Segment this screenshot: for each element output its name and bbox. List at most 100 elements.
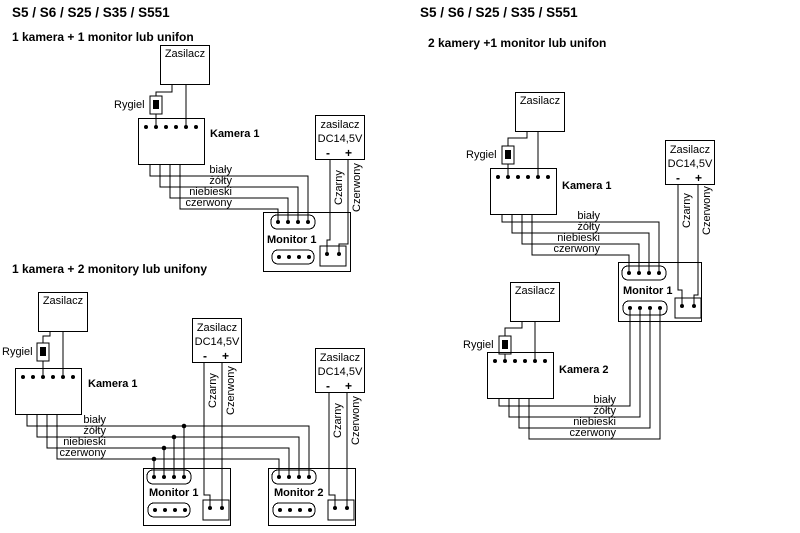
d1-monitor-label: Monitor 1: [267, 234, 317, 246]
d2-black-wire-label-2: Czarny: [332, 403, 344, 438]
d3-camera2-output-wires: [498, 308, 661, 440]
d1-door-strike-icon: [149, 95, 163, 115]
d1-dc-wires: [326, 160, 349, 254]
d3-monitor-bottom-terminal-strip: [622, 300, 668, 316]
d2-dc2-minus-sign: -: [326, 378, 330, 393]
d3-dc-psu-voltage: DC14,5V: [667, 157, 713, 170]
d3-dc-psu-name: Zasilacz: [669, 144, 711, 156]
d2-wiring: [26, 332, 355, 521]
d2-black-wire-label-1: Czarny: [207, 373, 219, 408]
d2-monitor1-box: [143, 468, 231, 526]
d1-monitor-bottom-terminal-strip: [271, 249, 315, 265]
d2-rygiel-label: Rygiel: [2, 346, 33, 358]
d2-dc2-polarity: - +: [316, 380, 364, 394]
d2-monitor2-label: Monitor 2: [274, 487, 324, 499]
d3-wire1-label-niebieski: niebieski: [557, 232, 600, 244]
d1-camera-output-wires: [149, 165, 309, 222]
diagram3-title: S5 / S6 / S25 / S35 / S551: [420, 5, 578, 20]
d3-monitor-label: Monitor 1: [623, 285, 673, 297]
d3-camera1-label: Kamera 1: [562, 180, 612, 192]
d2-camera-output-wires: [26, 415, 310, 477]
d3-camera2-label: Kamera 2: [559, 364, 609, 376]
d3-camera1-output-wires: [501, 215, 660, 273]
d1-rygiel-label: Rygiel: [114, 99, 145, 111]
d3-black-wire-label: Czarny: [681, 193, 693, 228]
d2-power-supply-box: Zasilacz: [38, 292, 88, 332]
d3-wire2-label-bialy: biały: [593, 394, 616, 406]
d2-dc-psu1-voltage: DC14,5V: [194, 335, 240, 348]
d3-wire1-label-czerwony: czerwony: [553, 243, 600, 255]
d1-monitor-power-connector: [319, 245, 347, 267]
d2-wire-label-czerwony: czerwony: [59, 447, 106, 459]
d3-wire1-label-zolty: żółty: [577, 221, 600, 233]
d2-door-strike-icon: [36, 342, 50, 362]
d1-dc-polarity: - +: [316, 147, 364, 161]
d1-monitor-box: [263, 212, 351, 272]
d2-red-wire-label-1: Czerwony: [225, 366, 237, 415]
d2-dc-power-supply2-box: Zasilacz DC14,5V - +: [315, 348, 365, 393]
d2-dc-psu1-name: Zasilacz: [196, 322, 238, 334]
d1-dc-psu-voltage: DC14,5V: [317, 132, 363, 145]
d3-dc-polarity: - +: [666, 172, 714, 186]
d3-minus-sign: -: [676, 170, 680, 185]
diagram2-subtitle: 1 kamera + 2 monitory lub unifony: [12, 262, 208, 276]
d1-black-wire-label: Czarny: [333, 170, 345, 205]
d1-wire-label-bialy: biały: [209, 164, 232, 176]
d1-wiring: [149, 85, 349, 267]
d3-monitor-box: [618, 262, 702, 322]
d3-red-wire-label: Czerwony: [701, 186, 713, 235]
d2-red-wire-label-2: Czerwony: [350, 396, 362, 445]
d2-dc1-plus-sign: +: [221, 348, 229, 363]
d3-rygiel1-label: Rygiel: [466, 149, 497, 161]
d1-camera-label: Kamera 1: [210, 128, 260, 140]
d3-door-strike1-icon: [501, 145, 515, 165]
diagram3-subtitle: 2 kamery +1 monitor lub unifon: [428, 36, 607, 50]
d2-dc1-minus-sign: -: [203, 348, 207, 363]
d2-dc1-polarity: - +: [193, 350, 241, 364]
d2-wire-label-bialy: biały: [83, 414, 106, 426]
d3-power-supply2-label: Zasilacz: [514, 285, 556, 297]
d3-dc-power-supply-box: Zasilacz DC14,5V - +: [665, 140, 715, 185]
d1-dc-power-supply-box: zasilacz DC14,5V - +: [315, 115, 365, 160]
d1-camera-box: [138, 118, 205, 165]
d2-camera-label: Kamera 1: [88, 378, 138, 390]
d1-terminal-dots: [144, 125, 341, 259]
d1-red-wire-label: Czerwony: [351, 163, 363, 212]
d1-minus-sign: -: [326, 145, 330, 160]
d2-dc1-wires: [203, 363, 223, 508]
d1-dc-psu-name: zasilacz: [320, 119, 360, 131]
d3-plus-sign: +: [694, 170, 702, 185]
d2-monitor2-box: [268, 468, 356, 526]
d3-camera2-box: [487, 352, 554, 399]
diagram1-subtitle: 1 kamera + 1 monitor lub unifon: [12, 30, 194, 44]
d3-power-supply1-box: Zasilacz: [515, 92, 565, 132]
d3-wiring: [498, 132, 702, 440]
d3-power-supply2-box: Zasilacz: [510, 282, 560, 322]
d2-monitor1-label: Monitor 1: [149, 487, 199, 499]
d1-power-supply-box: Zasilacz: [160, 45, 210, 85]
d3-wire2-label-zolty: żółty: [593, 405, 616, 417]
d1-power-supply-label: Zasilacz: [164, 48, 206, 60]
d2-terminal-dots: [21, 375, 349, 512]
d3-wire2-label-niebieski: niebieski: [573, 416, 616, 428]
d3-rygiel2-label: Rygiel: [463, 339, 494, 351]
d2-monitor1-power-connector: [202, 499, 230, 521]
d1-wire-label-zolty: żółty: [209, 175, 232, 187]
d2-dc-power-supply1-box: Zasilacz DC14,5V - +: [192, 318, 242, 363]
d2-monitor2-power-connector: [327, 499, 355, 521]
d2-monitor2-top-terminal-strip: [271, 469, 317, 485]
d1-monitor-top-terminal-strip: [270, 214, 316, 230]
d1-wire-label-czerwony: czerwony: [185, 197, 232, 209]
d2-dc2-plus-sign: +: [344, 378, 352, 393]
d2-wire-label-niebieski: niebieski: [63, 436, 106, 448]
d2-dc2-wires: [328, 393, 348, 508]
d3-monitor-top-terminal-strip: [621, 265, 667, 281]
d2-dc-psu2-voltage: DC14,5V: [317, 365, 363, 378]
d2-camera-box: [15, 368, 82, 415]
d1-plus-sign: +: [344, 145, 352, 160]
d3-wire1-label-bialy: biały: [577, 210, 600, 222]
d2-power-supply-label: Zasilacz: [42, 295, 84, 307]
d2-monitor2-bottom-terminal-strip: [272, 502, 316, 518]
